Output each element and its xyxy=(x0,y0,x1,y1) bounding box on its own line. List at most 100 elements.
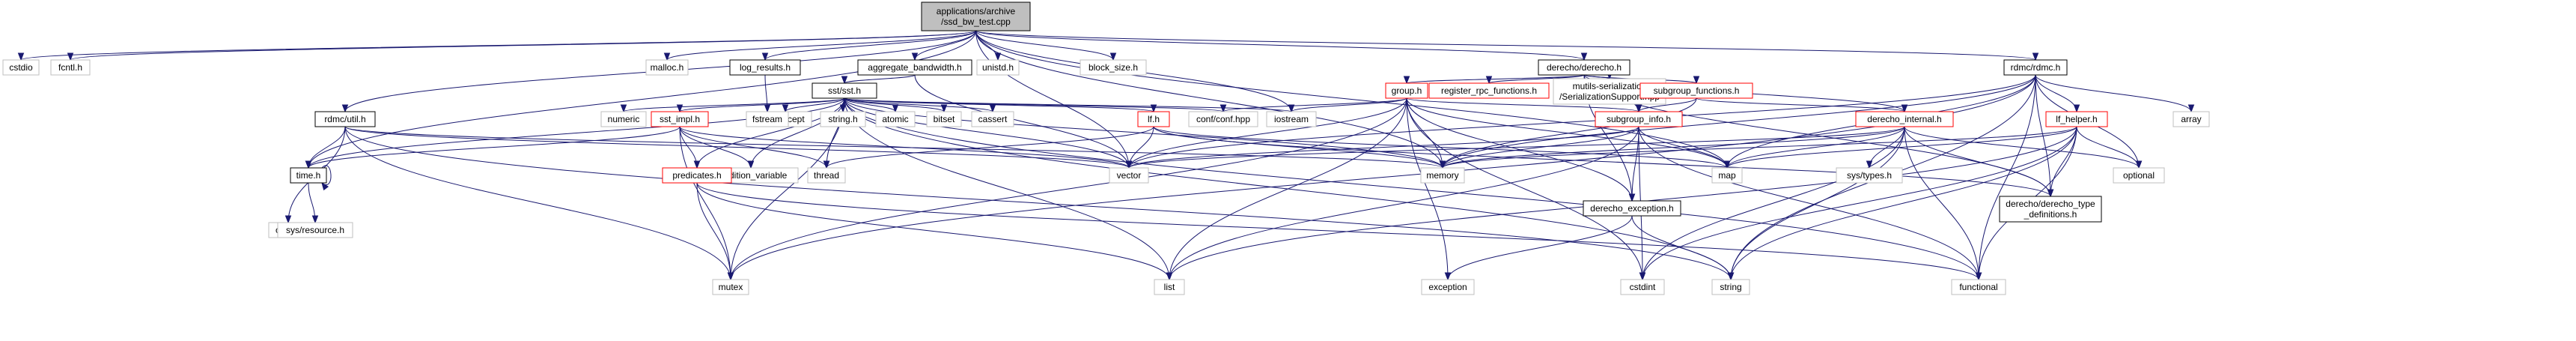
node-string[interactable]: string xyxy=(1711,279,1750,295)
edge-line xyxy=(1442,74,2036,169)
node-label: vector xyxy=(1117,170,1142,181)
node-list[interactable]: list xyxy=(1154,279,1185,295)
node-bitset[interactable]: bitset xyxy=(926,111,962,127)
node-box xyxy=(926,111,962,127)
node-iostream[interactable]: iostream xyxy=(1266,111,1317,127)
node-memory[interactable]: memory xyxy=(1420,167,1465,184)
node-derecho-type-defs[interactable]: derecho/derecho_type_definitions.h xyxy=(1999,196,2102,223)
edge-derecho_internal-to-vector xyxy=(1125,126,1905,169)
edge-predicates-to-functional xyxy=(696,182,1982,281)
node-layer: applications/archive/ssd_bw_test.cppcstd… xyxy=(2,1,2210,295)
node-aggregate-bandwidth[interactable]: aggregate_bandwidth.h xyxy=(857,59,972,76)
edge-line xyxy=(1406,97,1728,169)
edge-line xyxy=(308,97,845,169)
node-label: malloc.h xyxy=(651,62,684,73)
node-string-h[interactable]: string.h xyxy=(820,111,866,127)
node-label: _definitions.h xyxy=(2024,209,2077,220)
node-optional[interactable]: optional xyxy=(2113,167,2165,184)
node-label: atomic xyxy=(882,114,908,124)
node-box xyxy=(1620,279,1665,295)
node-label: /SerializationSupport.hpp xyxy=(1559,91,1660,102)
node-sys-types[interactable]: sys/types.h xyxy=(1836,167,1903,184)
node-unistd[interactable]: unistd.h xyxy=(976,59,1020,76)
edge-line xyxy=(1631,126,1639,202)
node-derecho-exception[interactable]: derecho_exception.h xyxy=(1583,200,1681,217)
node-numeric[interactable]: numeric xyxy=(600,111,647,127)
node-lf[interactable]: lf.h xyxy=(1137,111,1170,127)
node-cstdint[interactable]: cstdint xyxy=(1620,279,1665,295)
node-array[interactable]: array xyxy=(2172,111,2210,127)
edge-arrowhead xyxy=(1639,272,1646,281)
edge-line xyxy=(1153,126,2051,197)
edge-line xyxy=(1128,97,1407,169)
edge-subgroup_functions-to-derecho_internal xyxy=(1696,97,1908,113)
edge-arrowhead xyxy=(2047,189,2054,198)
node-time[interactable]: time.h xyxy=(290,167,327,184)
node-rdmc-util[interactable]: rdmc/util.h xyxy=(314,111,376,127)
edge-arrowhead xyxy=(911,52,919,61)
node-mutex[interactable]: mutex xyxy=(712,279,749,295)
node-vector[interactable]: vector xyxy=(1109,167,1149,184)
node-rdmc[interactable]: rdmc/rdmc.h xyxy=(2003,59,2068,76)
edge-line xyxy=(1730,126,2077,280)
edge-line xyxy=(20,30,976,61)
node-malloc[interactable]: malloc.h xyxy=(645,59,689,76)
edge-group-to-conf_hpp xyxy=(1220,97,1407,113)
node-exception[interactable]: exception xyxy=(1421,279,1475,295)
node-map[interactable]: map xyxy=(1711,167,1743,184)
node-label: list xyxy=(1164,282,1175,292)
node-box xyxy=(746,111,789,127)
edge-arrowhead xyxy=(341,104,349,113)
edge-line xyxy=(1442,97,1697,169)
node-sst[interactable]: sst/sst.h xyxy=(812,82,877,99)
node-label: log_results.h xyxy=(740,62,791,73)
node-fstream[interactable]: fstream xyxy=(746,111,789,127)
node-box xyxy=(1711,167,1743,184)
node-lf-helper[interactable]: lf_helper.h xyxy=(2045,111,2108,127)
node-subgroup-functions[interactable]: subgroup_functions.h xyxy=(1639,82,1753,99)
edge-line xyxy=(764,30,976,61)
node-register-rpc[interactable]: register_rpc_functions.h xyxy=(1428,82,1550,99)
node-box xyxy=(1080,59,1147,76)
node-derecho-internal[interactable]: derecho_internal.h xyxy=(1855,111,1954,127)
node-atomic[interactable]: atomic xyxy=(875,111,916,127)
node-derecho[interactable]: derecho/derecho.h xyxy=(1538,59,1630,76)
edge-group-to-iostream xyxy=(1288,97,1407,113)
edge-arrowhead xyxy=(727,272,734,281)
node-root[interactable]: applications/archive/ssd_bw_test.cpp xyxy=(921,1,1031,31)
node-label: subgroup_info.h xyxy=(1607,114,1671,124)
edge-arrowhead xyxy=(305,160,312,169)
edge-arrowhead xyxy=(1166,272,1173,281)
edge-arrowhead xyxy=(1403,76,1410,85)
node-subgroup-info[interactable]: subgroup_info.h xyxy=(1595,111,1683,127)
node-label: optional xyxy=(2123,170,2155,181)
node-log-results[interactable]: log_results.h xyxy=(729,59,801,76)
node-group[interactable]: group.h xyxy=(1385,82,1428,99)
edge-line xyxy=(696,182,1979,280)
edge-arrowhead xyxy=(1109,52,1117,61)
edge-sst-to-numeric xyxy=(620,97,845,113)
node-label: time.h xyxy=(296,170,321,181)
edge-sst-to-thread xyxy=(823,97,845,169)
node-cstdio[interactable]: cstdio xyxy=(2,59,40,76)
edge-line xyxy=(1642,126,2077,280)
edge-derecho_exception-to-exception xyxy=(1444,215,1633,281)
edge-subgroup_info-to-map xyxy=(1638,126,1731,169)
node-sst-impl[interactable]: sst_impl.h xyxy=(651,111,709,127)
edge-line xyxy=(1169,126,1639,280)
edge-line xyxy=(696,182,1170,280)
node-predicates[interactable]: predicates.h xyxy=(662,167,732,184)
edge-lf_helper-to-string xyxy=(1727,126,2077,281)
node-label: mutex xyxy=(719,282,743,292)
node-thread[interactable]: thread xyxy=(807,167,846,184)
node-functional[interactable]: functional xyxy=(1951,279,2006,295)
edge-line xyxy=(344,126,1130,169)
edge-root-to-block_size xyxy=(975,30,1117,61)
edge-line xyxy=(975,30,1130,169)
node-block-size[interactable]: block_size.h xyxy=(1080,59,1147,76)
node-cassert[interactable]: cassert xyxy=(971,111,1014,127)
node-fcntl[interactable]: fcntl.h xyxy=(50,59,91,76)
node-sys-resource[interactable]: sys/resource.h xyxy=(277,222,353,238)
node-conf-hpp[interactable]: conf/conf.hpp xyxy=(1188,111,1258,127)
